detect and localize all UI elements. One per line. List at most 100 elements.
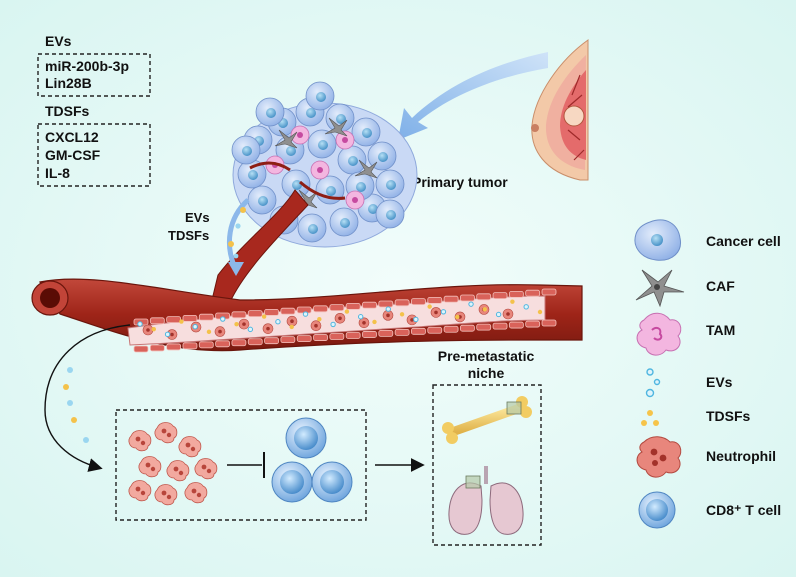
tam-icon: [636, 312, 682, 356]
vessel-neutrophil: [238, 318, 250, 330]
legend-label-evs: EVs: [706, 374, 733, 390]
vessel-ev: [275, 319, 281, 325]
vessel-wall-cell: [264, 308, 279, 316]
caf-cell: [274, 129, 298, 149]
vessel-wall-cell: [394, 328, 410, 336]
vessel-neutrophil: [382, 310, 394, 321]
vessel-wall-cell: [427, 296, 443, 304]
neutrophil: [154, 484, 178, 506]
cancer-cell: [375, 199, 405, 229]
vessel-tdsf: [151, 326, 156, 332]
vessel-wall-cell: [182, 342, 198, 350]
vessel-tdsf: [179, 319, 184, 324]
vessel-ev: [247, 326, 254, 333]
primary-tumor-label: Primary tumor: [412, 174, 508, 190]
vessel-wall-cell: [525, 289, 541, 297]
vessel-wall-cell: [231, 311, 247, 319]
legend-neutrophil: Neutrophil: [636, 436, 776, 478]
vessel-wall-cell: [459, 324, 475, 332]
vessel-tdsf: [234, 322, 239, 327]
vessel-tdsf: [537, 309, 543, 315]
legend-label-neutrophil: Neutrophil: [706, 448, 776, 464]
vessel-neutrophil: [502, 308, 514, 320]
vessel-neutrophil: [454, 311, 466, 323]
vessel-wall-cell: [508, 290, 524, 298]
tdsfs-box: TDSFs CXCL12 GM-CSF IL-8: [37, 103, 151, 187]
vessel-wall-cell: [394, 299, 410, 307]
vessel-tdsf: [510, 299, 515, 304]
vessel-wall-cell: [525, 320, 541, 328]
vessel-wall-cell: [280, 307, 296, 315]
vessel-neutrophil: [358, 317, 370, 329]
vessel-wall-cell: [313, 305, 328, 313]
cancer-cell: [307, 129, 337, 159]
extravasation-particles: [63, 367, 89, 443]
vessel-wall-cell: [198, 313, 214, 321]
vessel-neutrophil: [430, 307, 442, 318]
neutrophil: [128, 480, 152, 502]
vessel-wall-cell: [443, 325, 459, 333]
vessel-wall-cell: [280, 336, 296, 344]
vessel-wall-cell: [492, 292, 508, 300]
vessel-neutrophil: [286, 315, 298, 327]
legend-label-cd8-t-cell: CD8⁺ T cell: [706, 502, 781, 518]
blood-vessel: [31, 278, 583, 353]
vessel-wall-cell: [149, 344, 165, 352]
evs-item-lin28b: Lin28B: [45, 75, 92, 91]
evs-box-title: EVs: [45, 33, 72, 49]
secretion-arrow: [226, 198, 250, 269]
vessel-wall-cell: [541, 319, 557, 327]
metastasis-arrow: [398, 52, 548, 140]
extravasation-arrow: [44, 324, 131, 472]
vessel-wall-cell: [459, 294, 475, 302]
vessel-ev: [330, 321, 336, 328]
vessel-tdsf: [289, 324, 294, 330]
cd8-t-cell: [285, 417, 327, 459]
pre-metastatic-label-line1: Pre-metastatic: [438, 348, 535, 364]
cancer-cell: [247, 185, 277, 215]
vessel-wall-cell: [166, 343, 182, 351]
vessel-tdsf: [206, 329, 212, 335]
neutrophil: [154, 422, 178, 444]
evs-box: EVs miR-200b-3p Lin28B: [37, 33, 151, 97]
neutrophil: [138, 456, 162, 478]
legend-caf: CAF: [635, 269, 735, 308]
caf-cell: [354, 159, 378, 179]
cancer-cell: [305, 81, 335, 111]
vessel-wall-cell: [411, 327, 426, 335]
vessel-neutrophil: [310, 320, 322, 332]
legend-tdsfs: TDSFs: [641, 408, 751, 426]
legend-tam: TAM: [636, 312, 735, 356]
vessel-wall-cell: [215, 340, 231, 348]
vessel-wall-cell: [345, 302, 361, 310]
legend-label-cancer-cell: Cancer cell: [706, 233, 781, 249]
vessel-tdsf: [482, 307, 488, 312]
vessel-wall-cell: [508, 321, 524, 329]
vessel-wall-cell: [427, 326, 443, 334]
tdsfs-item-il8: IL-8: [45, 165, 70, 181]
tam-cell: [345, 190, 365, 210]
vessel-wall-cell: [296, 335, 312, 343]
secretion-label-evs: EVs: [185, 210, 210, 225]
vessel-wall-cell: [378, 300, 394, 308]
vessel-ev: [137, 321, 143, 327]
vessel-wall-cell: [345, 332, 361, 339]
tam-cell: [335, 130, 355, 150]
vessel-wall-cell: [182, 314, 198, 322]
cancer-cell: [367, 141, 397, 171]
vessel-ev: [440, 309, 447, 315]
legend-label-caf: CAF: [706, 278, 735, 294]
secretion-particles: [228, 207, 246, 259]
vessel-ev: [302, 311, 309, 317]
vessel-ev: [468, 301, 474, 307]
vessel-wall-cell: [198, 341, 214, 349]
tam-cell: [290, 125, 310, 145]
vessel-wall-cell: [362, 331, 377, 338]
legend-cancer-cell: Cancer cell: [634, 219, 781, 261]
vessel-ev: [357, 314, 364, 320]
evs-icon: [645, 368, 661, 398]
vessel-wall-cell: [247, 310, 263, 318]
neutrophil: [184, 482, 208, 504]
vessel-neutrophil: [334, 312, 346, 324]
